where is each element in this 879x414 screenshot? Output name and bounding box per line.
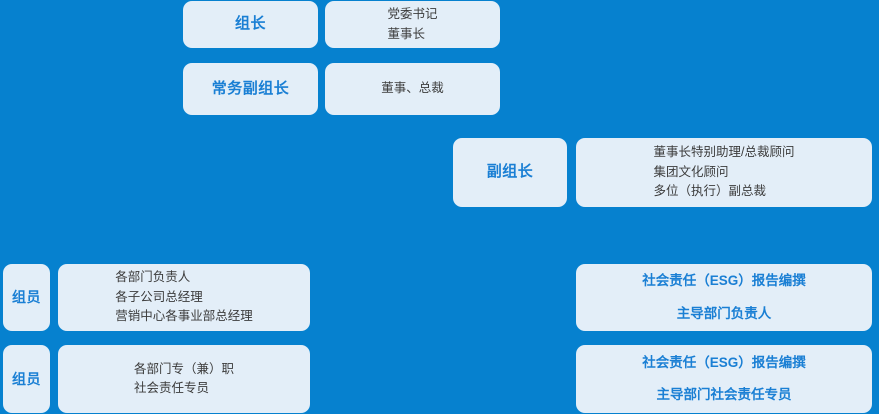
node-deputy-detail[interactable]: 董事长特别助理/总裁顾问 集团文化顾问 多位（执行）副总裁 bbox=[576, 138, 872, 207]
node-leader-role[interactable]: 组长 bbox=[183, 1, 318, 48]
node-deputy-standing-detail-lines: 董事、总裁 bbox=[381, 79, 444, 98]
node-deputy-detail-line-2: 多位（执行）副总裁 bbox=[653, 184, 767, 199]
node-member-detail-1-line-1: 各子公司总经理 bbox=[115, 289, 203, 304]
node-member-detail-1-line-0: 各部门负责人 bbox=[115, 270, 191, 285]
node-leader-detail[interactable]: 党委书记 董事长 bbox=[325, 1, 500, 48]
node-deputy-standing-detail-line-0: 董事、总裁 bbox=[381, 81, 444, 96]
node-esg-lead-1-line-0: 社会责任（ESG）报告编撰 bbox=[642, 273, 806, 289]
node-leader-detail-line-0: 党委书记 bbox=[387, 7, 438, 22]
node-member-detail-1[interactable]: 各部门负责人 各子公司总经理 营销中心各事业部总经理 bbox=[58, 264, 310, 331]
node-deputy-role-line-0: 副组长 bbox=[486, 163, 534, 181]
node-member-role-1-line-0: 组员 bbox=[12, 289, 41, 305]
node-member-role-2-line-0: 组员 bbox=[12, 370, 41, 387]
node-esg-lead-1-line-1: 主导部门负责人 bbox=[676, 305, 772, 321]
node-deputy-standing-role-line-0: 常务副组长 bbox=[211, 79, 290, 97]
node-member-detail-1-line-2: 营销中心各事业部总经理 bbox=[115, 309, 253, 324]
node-member-detail-2[interactable]: 各部门专（兼）职 社会责任专员 bbox=[58, 345, 310, 413]
node-leader-detail-line-1: 董事长 bbox=[387, 26, 425, 41]
node-esg-lead-2[interactable]: 社会责任（ESG）报告编撰 主导部门社会责任专员 bbox=[576, 345, 872, 413]
node-leader-role-line-0: 组长 bbox=[234, 15, 266, 33]
node-esg-lead-1[interactable]: 社会责任（ESG）报告编撰 主导部门负责人 bbox=[576, 264, 872, 331]
node-deputy-detail-line-0: 董事长特别助理/总裁顾问 bbox=[653, 145, 795, 160]
node-esg-lead-2-line-0: 社会责任（ESG）报告编撰 bbox=[642, 354, 806, 370]
node-deputy-detail-lines: 董事长特别助理/总裁顾问 集团文化顾问 多位（执行）副总裁 bbox=[654, 143, 795, 201]
node-deputy-detail-line-1: 集团文化顾问 bbox=[653, 164, 729, 179]
node-member-detail-1-lines: 各部门负责人 各子公司总经理 营销中心各事业部总经理 bbox=[115, 268, 253, 326]
node-deputy-standing-detail[interactable]: 董事、总裁 bbox=[325, 63, 500, 115]
node-deputy-standing-role[interactable]: 常务副组长 bbox=[183, 63, 318, 115]
node-member-detail-2-line-0: 各部门专（兼）职 bbox=[133, 361, 234, 376]
node-leader-detail-lines: 党委书记 董事长 bbox=[387, 5, 437, 44]
node-member-detail-2-line-1: 社会责任专员 bbox=[133, 381, 209, 395]
node-member-detail-2-lines: 各部门专（兼）职 社会责任专员 bbox=[134, 360, 234, 399]
node-deputy-role[interactable]: 副组长 bbox=[453, 138, 567, 207]
node-esg-lead-2-line-1: 主导部门社会责任专员 bbox=[656, 387, 792, 402]
node-member-role-1[interactable]: 组员 bbox=[3, 264, 50, 331]
node-member-role-2[interactable]: 组员 bbox=[3, 345, 50, 413]
